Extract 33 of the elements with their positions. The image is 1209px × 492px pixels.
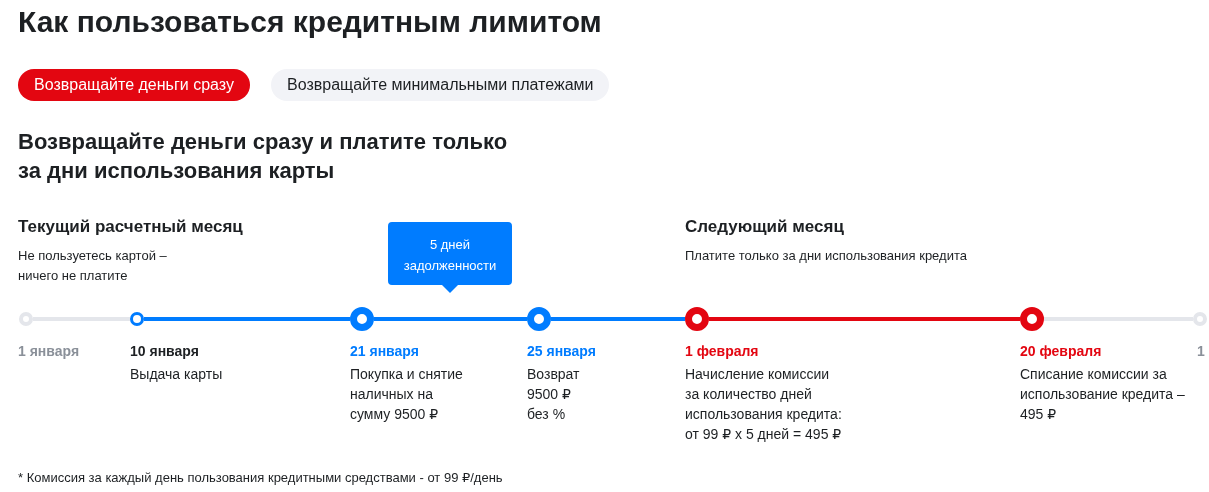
date-label: 1 февраля [685,342,759,361]
page-title: Как пользоваться кредитным лимитом [18,4,602,40]
timeline-dot [130,312,144,326]
date-label: 25 января [527,342,596,361]
timeline-dot [527,307,551,331]
tab: Возвращайте деньги сразу [18,69,250,101]
timeline-dot [685,307,709,331]
event-description: Списание комиссии за использование кредита – 495 ₽ [1020,365,1186,424]
date-label: 1 [1197,342,1205,361]
timeline-segment [709,317,1020,321]
period-heading: Следующий месяц [685,216,844,238]
date-label: 21 января [350,342,419,361]
event-description: Возврат 9500 ₽ без % [527,365,581,424]
section-title: Возвращайте деньги сразу и платите только за дни использования карты [18,128,509,185]
footnote: * Комиссия за каждый день пользования кредитными средствами - от 99 ₽/день [18,469,503,487]
tab: Возвращайте минимальными платежами [271,69,610,101]
timeline-dot [350,307,374,331]
date-label: 10 января [130,342,199,361]
period-note: Не пользуетесь картой – ничего не платите [18,247,168,285]
date-label: 20 февраля [1020,342,1102,361]
date-label: 1 января [18,342,80,361]
timeline-segment [144,317,350,321]
timeline-segment [551,317,685,321]
event-description: Выдача карты [130,365,223,384]
period-heading: Текущий расчетный месяц [18,216,243,238]
period-note: Платите только за дни использования кредита [685,247,967,265]
event-description: Начисление комиссии за количество дней использования кредита: от 99 ₽ x 5 дней = 495 ₽ [685,365,843,444]
timeline-dot [1193,312,1207,326]
callout-bubble: 5 дней задолженности [388,222,512,293]
event-description: Покупка и снятие наличных на сумму 9500 ₽ [350,365,464,424]
timeline-segment [374,317,527,321]
timeline-dot [1020,307,1044,331]
timeline-dot [19,312,33,326]
